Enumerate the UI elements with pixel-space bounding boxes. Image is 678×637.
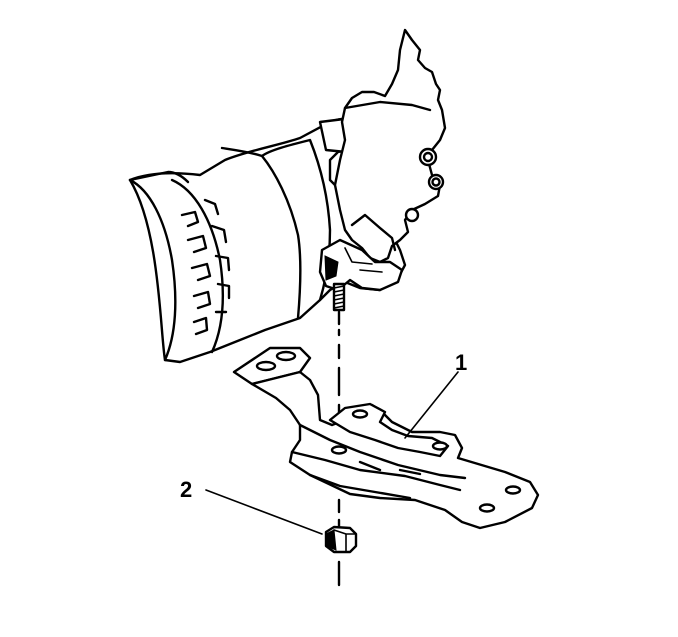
bracket-under-flange	[308, 473, 412, 500]
mount-pad-shadow	[324, 255, 339, 281]
bracket-left-hole-2	[275, 350, 297, 362]
bracket-body	[250, 370, 540, 530]
bracket-right-hole-1	[351, 409, 369, 419]
mount-nut	[324, 525, 358, 554]
extension-housing-edge	[343, 100, 432, 112]
bolt-boss-upper-inner	[422, 151, 434, 163]
extension-housing-body	[333, 28, 447, 264]
bellhousing-edge	[128, 170, 190, 184]
engine-block-rear	[170, 178, 225, 354]
bracket-front-flange	[290, 450, 462, 492]
bolt-boss-lower-inner	[431, 177, 441, 187]
callout-label-2: 2	[180, 477, 192, 502]
housing-flange	[220, 146, 302, 320]
mount-stud	[332, 282, 346, 312]
engine-block-outline	[128, 178, 177, 362]
bracket-slot	[358, 460, 422, 476]
bolt-boss-side	[404, 207, 420, 223]
extension-housing	[318, 28, 447, 292]
callout-leader-1	[404, 371, 459, 439]
bracket-end-hole-1	[478, 503, 496, 513]
bracket-center-rib	[298, 423, 467, 480]
mount-pad-detail	[344, 247, 383, 273]
mount-pad-bracket	[350, 213, 397, 252]
bracket-right-hole-2	[431, 441, 449, 451]
bracket-left-hole-1	[255, 360, 277, 372]
nut-face	[333, 529, 357, 553]
callout-label-1: 1	[455, 350, 467, 375]
callout-leaders	[205, 371, 459, 535]
cooling-ribs	[180, 198, 231, 336]
bracket-end-hole-2	[504, 485, 522, 495]
transmission-mount-pad	[318, 238, 404, 292]
nut-shadow	[325, 529, 337, 551]
callout-leader-2	[205, 489, 323, 535]
bracket-stud-hole	[330, 445, 348, 455]
transmission-mount-bracket	[232, 346, 540, 530]
